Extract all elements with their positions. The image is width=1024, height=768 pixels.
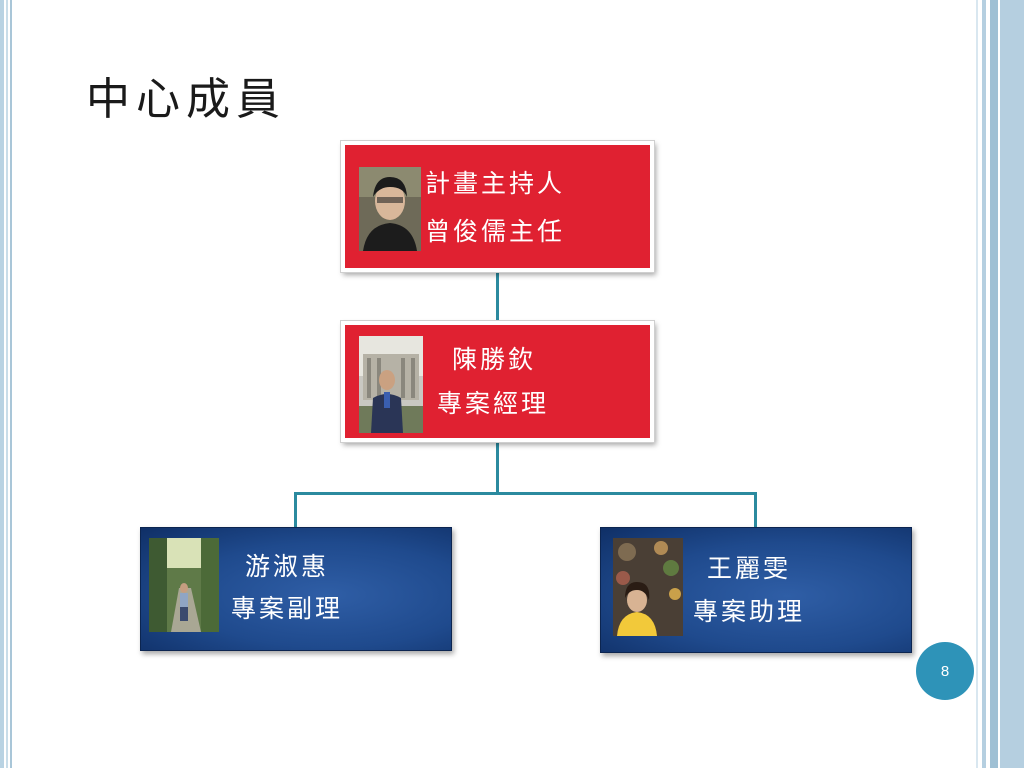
manager-photo [359,336,423,433]
connector-left-drop [294,492,297,528]
director-name: 曾俊儒主任 [425,217,566,246]
connector-manager-trunk [496,442,499,494]
director-photo [359,167,421,251]
slide-frame-left [0,0,12,768]
org-box-director: 計畫主持人 曾俊儒主任 [341,141,654,272]
assistant-photo [613,538,683,636]
org-box-assistant: 王麗雯 專案助理 [600,527,912,653]
connector-director-manager [496,272,499,324]
director-role: 計畫主持人 [425,169,566,198]
assistant-role: 專案助理 [693,597,806,626]
org-box-deputy-manager: 游淑惠 專案副理 [140,527,452,651]
page-number-badge: 8 [916,642,974,700]
deputy-photo [149,538,219,632]
connector-right-drop [754,492,757,528]
connector-horizontal [294,492,757,495]
assistant-name: 王麗雯 [707,554,792,583]
manager-role: 專案經理 [437,389,550,418]
manager-name: 陳勝欽 [452,345,537,374]
org-box-project-manager: 陳勝欽 專案經理 [341,321,654,442]
slide-title: 中心成員 [86,74,286,125]
deputy-name: 游淑惠 [245,552,330,581]
deputy-role: 專案副理 [231,594,344,623]
slide-frame-right [976,0,1024,768]
